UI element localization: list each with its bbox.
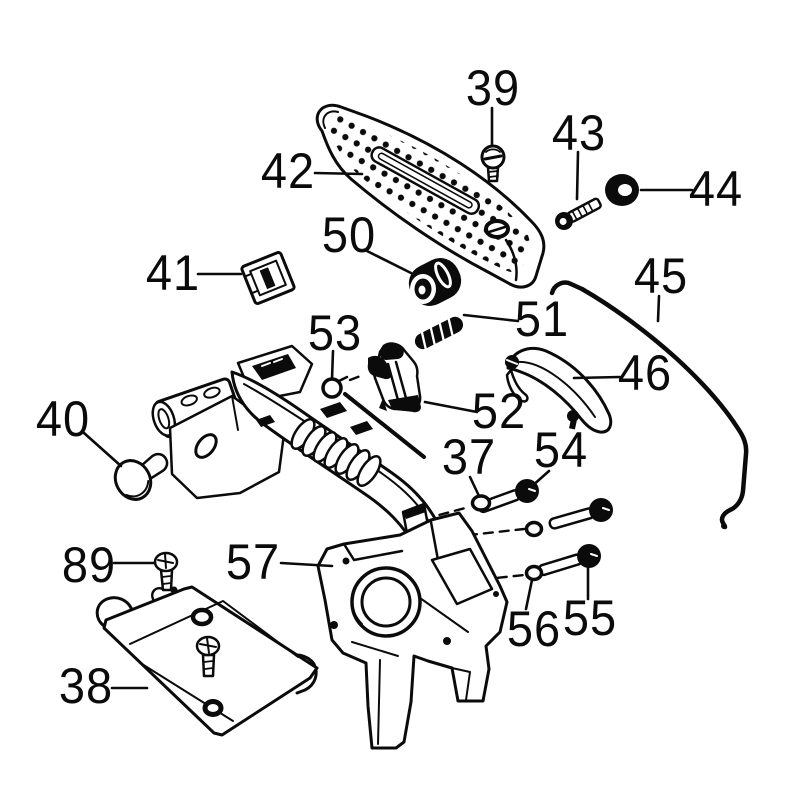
part-43-screw-drawing [555,197,602,230]
part-label-46: 46 [617,345,673,401]
part-41-bracket-drawing [240,250,296,306]
part-38-cover-plate-drawing [95,585,319,737]
middle-oring-drawing [524,520,544,538]
part-label-37: 37 [441,429,497,485]
part-label-56: 56 [506,601,562,657]
leader-54 [529,469,551,489]
part-label-54: 54 [533,422,589,478]
part-label-55: 55 [562,590,618,646]
leader-56 [524,578,534,611]
part-label-89: 89 [61,537,117,593]
part-label-50: 50 [321,207,377,263]
middle-bolt-drawing [548,498,613,530]
part-label-52: 52 [471,383,527,439]
leader-57 [279,561,334,568]
part-label-57: 57 [225,534,281,590]
part-37-oring-drawing [470,494,492,512]
part-label-44: 44 [688,161,744,217]
part-42-grip-cover-drawing [315,103,546,289]
part-label-51: 51 [514,291,570,347]
part-label-43: 43 [551,105,607,161]
part-label-38: 38 [58,658,114,714]
part-45-wire-rod-drawing [549,280,749,530]
part-50-roller-drawing [408,258,462,306]
part-label-40: 40 [35,391,91,447]
leader-53 [330,349,335,381]
leader-37 [468,475,481,498]
leader-45 [656,294,661,323]
part-label-42: 42 [260,143,316,199]
part-55-bolt-drawing [537,544,601,577]
part-39-screw-drawing [480,144,506,183]
leader-46 [572,375,622,380]
part-52-trigger-drawing [367,342,422,413]
part-label-39: 39 [465,60,521,116]
part-44-washer-drawing [605,174,639,206]
part-label-41: 41 [145,245,201,301]
part-40-button-drawing [113,452,169,501]
part-53-ring-and-pin-drawing [321,375,426,459]
part-57-housing-drawing [316,511,509,750]
part-label-45: 45 [633,248,689,304]
leader-50 [365,249,413,275]
part-89-screw-drawing [153,551,179,592]
leader-43 [575,150,580,201]
leader-lines [82,106,694,690]
part-51-spring-pin-drawing [414,316,464,350]
leader-40 [82,431,123,468]
leader-51 [462,313,520,323]
part-46-guard-lever-drawing [505,346,613,434]
part-label-53: 53 [307,305,363,361]
leader-42 [313,171,364,176]
leader-52 [423,400,479,414]
part-56-oring-drawing [524,564,544,582]
